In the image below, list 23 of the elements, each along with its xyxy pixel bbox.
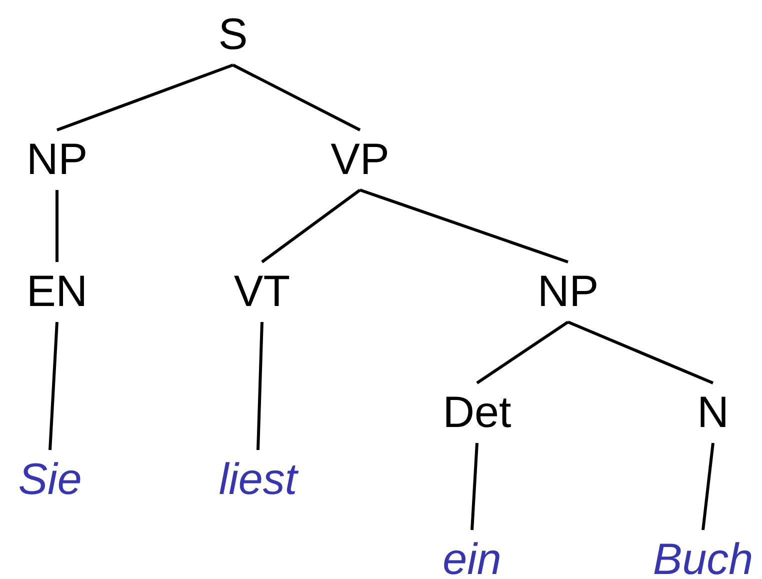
tree-branch-line <box>360 188 568 264</box>
tree-branch-line <box>256 322 264 450</box>
category-label: VT <box>234 262 290 322</box>
tree-branch-line <box>56 190 58 262</box>
category-label: Det <box>442 383 512 443</box>
category-label: NP <box>26 130 88 190</box>
category-label: S <box>218 5 248 65</box>
tree-branch-line <box>56 64 234 132</box>
tree-branch-line <box>702 442 714 530</box>
word-label: Buch <box>652 530 754 579</box>
tree-branch-line <box>476 320 569 384</box>
category-label: EN <box>26 262 88 322</box>
word-label: Sie <box>18 450 82 510</box>
tree-branch-line <box>470 442 478 530</box>
word-label: liest <box>218 450 298 510</box>
category-label: NP <box>537 262 599 322</box>
tree-branch-line <box>48 322 58 450</box>
word-label: ein <box>442 530 502 579</box>
tree-branch-line <box>261 188 361 264</box>
tree-branch-line <box>567 320 714 384</box>
tree-branch-line <box>232 64 361 132</box>
category-label: VP <box>330 130 390 190</box>
category-label: N <box>697 383 729 443</box>
